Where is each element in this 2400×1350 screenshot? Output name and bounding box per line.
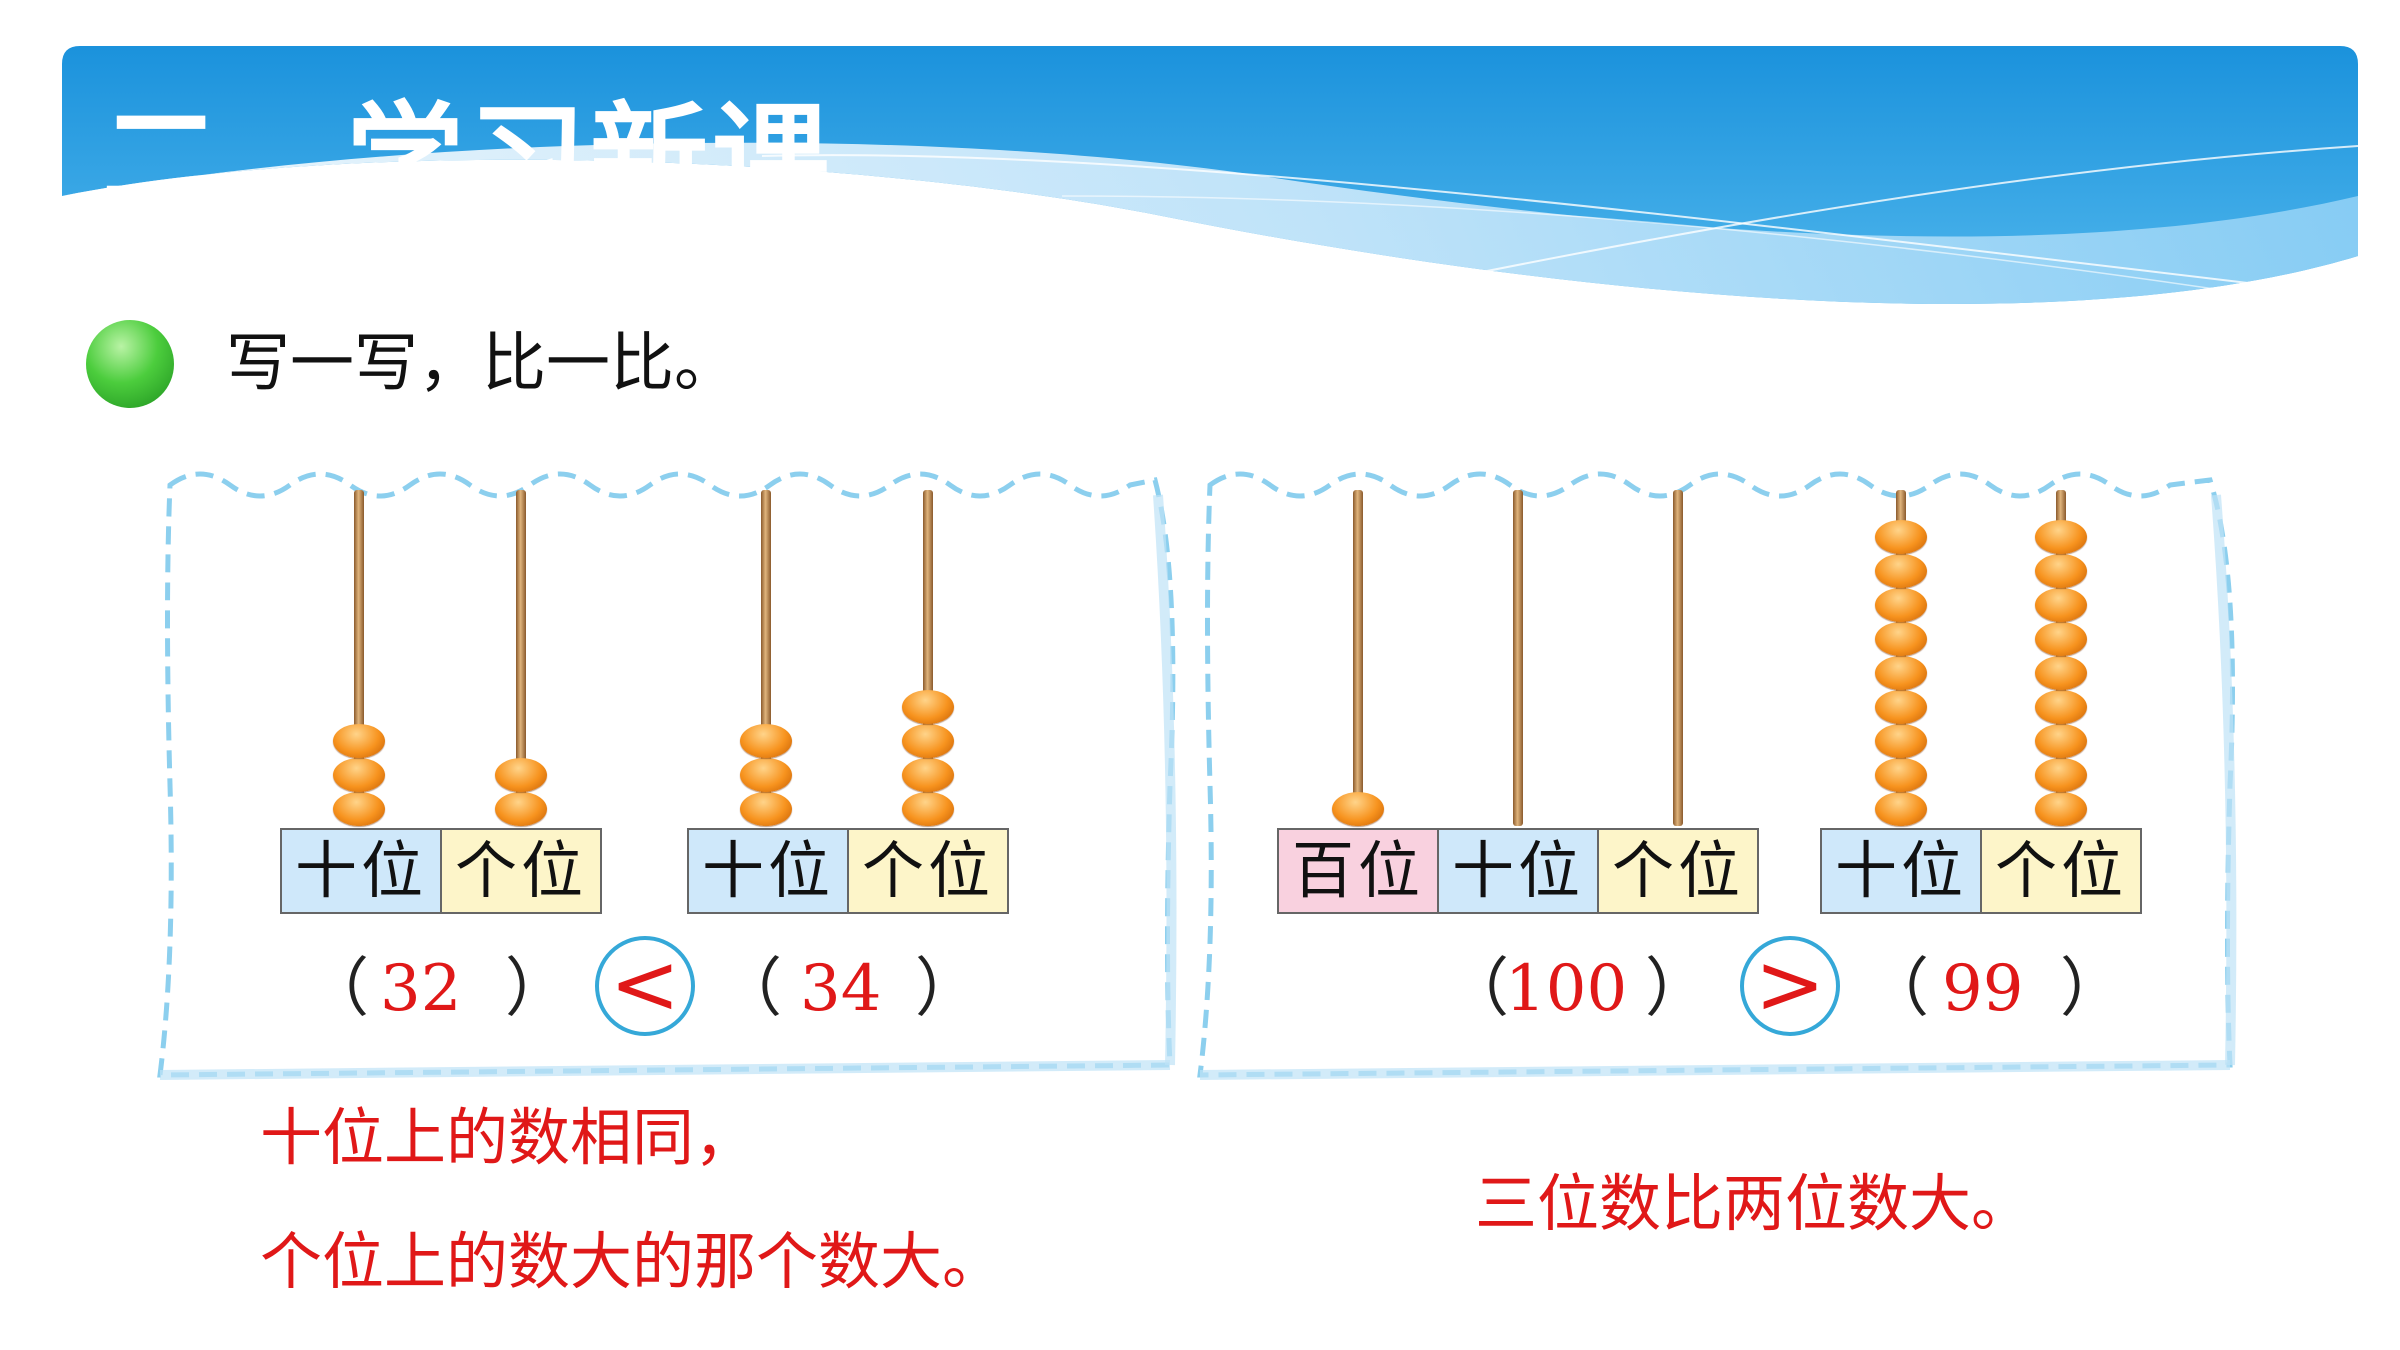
abacus-bead (902, 724, 954, 758)
abacus-rod (516, 490, 526, 826)
paren-open: （ (1445, 952, 1509, 1026)
abacus-bead (495, 758, 547, 792)
abacus-bead (1332, 792, 1384, 826)
paren-close: ） (1645, 952, 1709, 1026)
paren-close: ） (505, 952, 569, 1026)
banner-background (62, 46, 2358, 304)
paren-open: （ (718, 952, 782, 1026)
place-label-tens: 十位 (1437, 828, 1599, 914)
abacus-bead (2035, 588, 2087, 622)
banner-title: 二、学习新课 (102, 90, 835, 196)
paren-open: （ (305, 952, 369, 1026)
abacus-bead (1875, 724, 1927, 758)
note-right: 三位数比两位数大。 (1475, 1167, 2034, 1240)
abacus-bead (902, 758, 954, 792)
abacus-rod (1513, 490, 1523, 826)
place-label-ones: 个位 (440, 828, 602, 914)
abacus-bead (740, 758, 792, 792)
place-label-tens: 十位 (280, 828, 442, 914)
place-label-tens: 十位 (687, 828, 849, 914)
comparison-sign: < (595, 936, 695, 1036)
answer-number: 99 (1942, 952, 2024, 1026)
abacus-bead (1875, 520, 1927, 554)
abacus-rod (1353, 490, 1363, 826)
place-label-hundreds: 百位 (1277, 828, 1439, 914)
abacus-bead (1875, 758, 1927, 792)
note-left-line2: 个位上的数大的那个数大。 (260, 1225, 1005, 1298)
abacus-bead (2035, 724, 2087, 758)
abacus-bead (740, 792, 792, 826)
abacus-bead (2035, 656, 2087, 690)
abacus-rod (761, 490, 771, 826)
paren-close: ） (915, 952, 979, 1026)
abacus-bead (333, 792, 385, 826)
answer-number: 34 (800, 952, 882, 1026)
abacus-bead (1875, 690, 1927, 724)
left-panel-frame (157, 471, 1177, 1080)
abacus-bead (333, 724, 385, 758)
abacus-bead (740, 724, 792, 758)
right-panel-frame (1197, 471, 2237, 1080)
abacus-bead (1875, 792, 1927, 826)
abacus-bead (902, 690, 954, 724)
instruction-text: 写一写，比一比。 (226, 327, 738, 401)
place-label-ones: 个位 (847, 828, 1009, 914)
green-bullet-icon (86, 320, 174, 408)
place-label-tens: 十位 (1820, 828, 1982, 914)
abacus-bead (2035, 792, 2087, 826)
header-banner: 二、学习新课 (62, 46, 2358, 316)
answer-number: 32 (380, 952, 462, 1026)
abacus-bead (2035, 758, 2087, 792)
answer-number: 100 (1505, 952, 1628, 1026)
abacus-bead (1875, 656, 1927, 690)
abacus-bead (1875, 588, 1927, 622)
abacus-bead (1875, 622, 1927, 656)
paren-open: （ (1865, 952, 1929, 1026)
abacus-bead (2035, 554, 2087, 588)
abacus-bead (902, 792, 954, 826)
abacus-bead (2035, 622, 2087, 656)
abacus-bead (2035, 520, 2087, 554)
place-label-ones: 个位 (1597, 828, 1759, 914)
comparison-sign: > (1740, 936, 1840, 1036)
paren-close: ） (2060, 952, 2124, 1026)
abacus-rod (923, 490, 933, 826)
abacus-rod (354, 490, 364, 826)
place-label-ones: 个位 (1980, 828, 2142, 914)
note-left-line1: 十位上的数相同， (260, 1101, 757, 1174)
abacus-bead (495, 792, 547, 826)
abacus-bead (2035, 690, 2087, 724)
abacus-bead (1875, 554, 1927, 588)
abacus-rod (1673, 490, 1683, 826)
abacus-bead (333, 758, 385, 792)
